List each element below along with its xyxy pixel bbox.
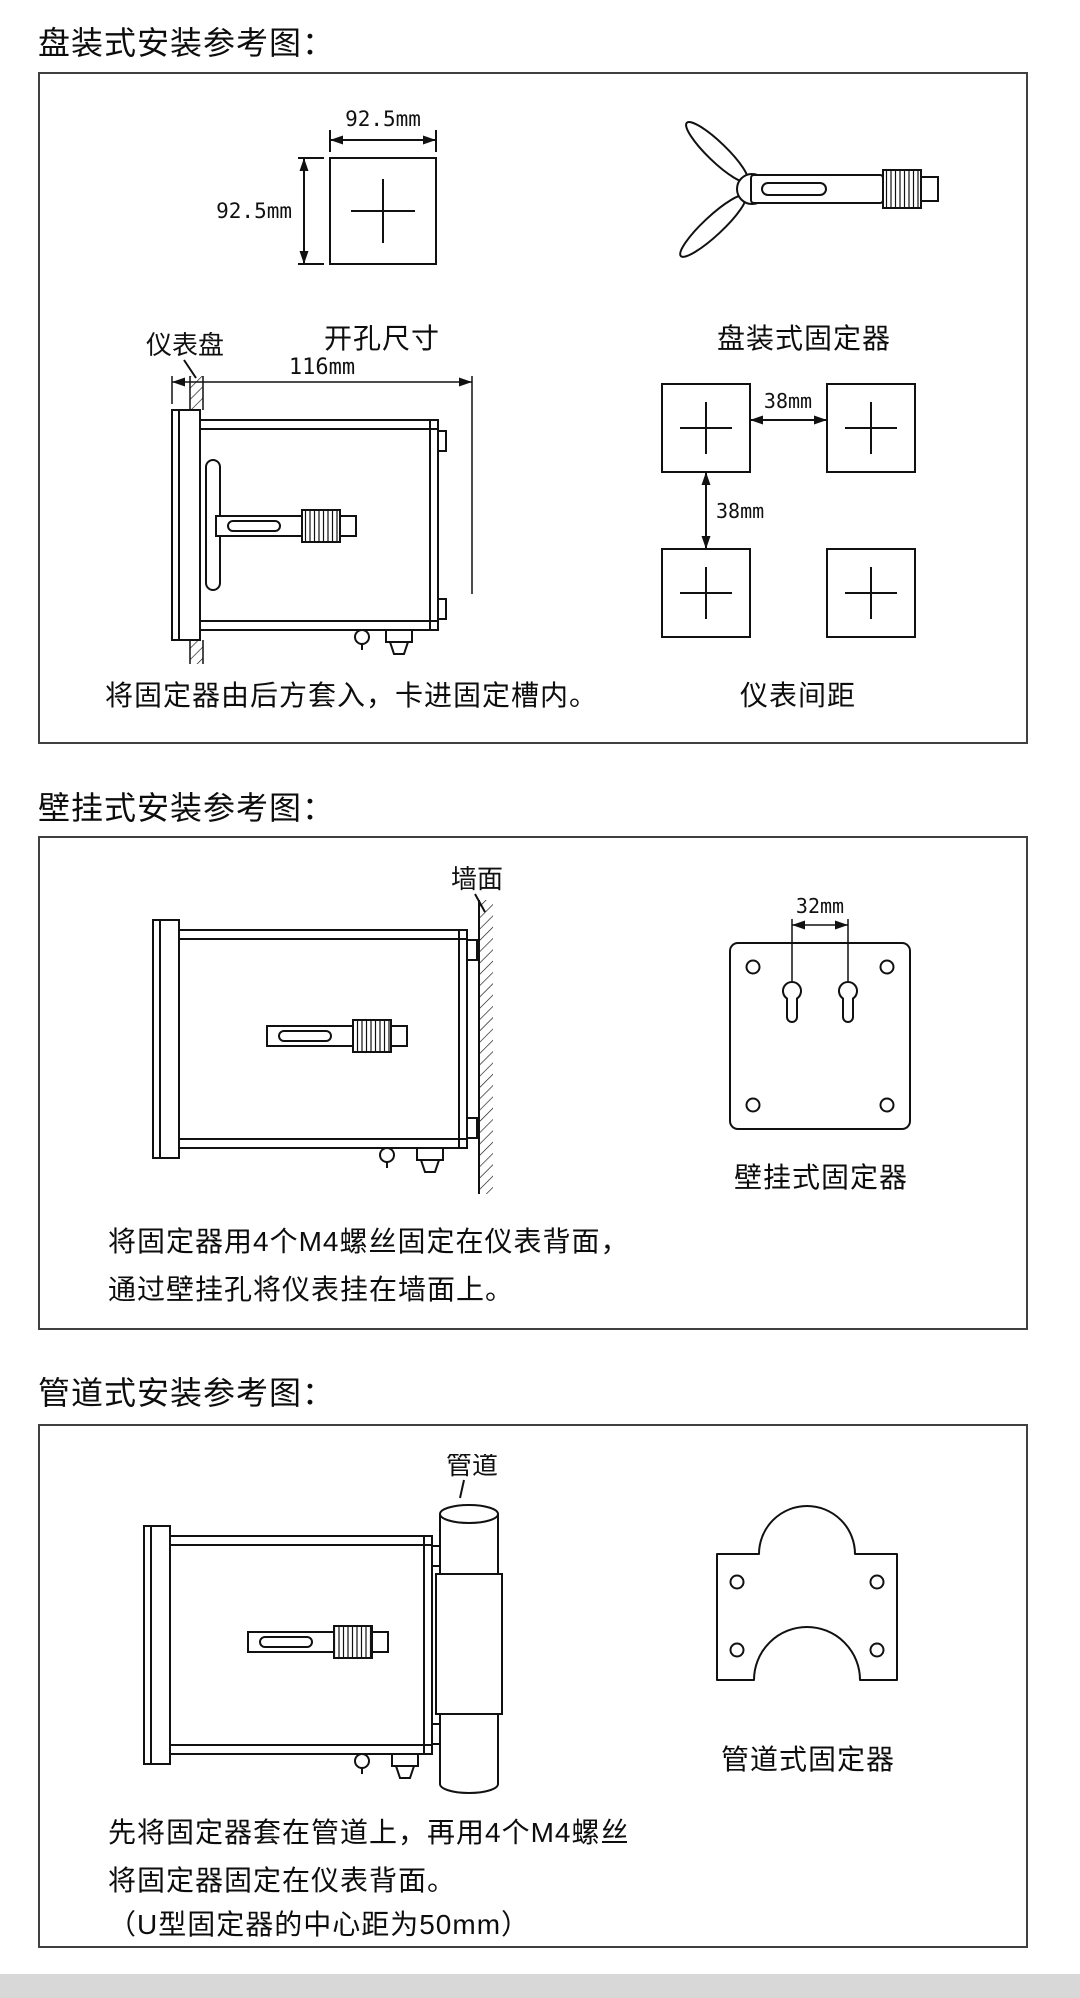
instrument-spacing-diagram: 38mm 38mm xyxy=(661,383,916,638)
cable-gland xyxy=(385,629,413,643)
pipe-label: 管道 xyxy=(446,1454,498,1480)
fixer-knurl xyxy=(882,169,922,209)
fixer-lower-arm xyxy=(679,194,747,258)
wall-instruction-1: 将固定器用4个M4螺丝固定在仪表背面， xyxy=(108,1226,630,1257)
pipe-label-leader xyxy=(459,1479,465,1499)
panel-hatch-top xyxy=(190,376,203,410)
panel-section-title: 盘装式安装参考图： xyxy=(38,25,336,61)
pipe-fixer-diagram xyxy=(716,1505,898,1681)
pipe-side-view-diagram: 管道 xyxy=(143,1454,503,1794)
fixer-shaft xyxy=(750,174,884,204)
screw-hole xyxy=(879,1097,895,1113)
retainer-slot xyxy=(278,1030,332,1042)
wall-fixer-caption: 壁挂式固定器 xyxy=(734,1162,909,1193)
wall-hatch xyxy=(479,900,493,1194)
fixer-slot xyxy=(761,182,827,196)
screw-hole xyxy=(729,1642,745,1658)
wall-section-box: 墙面 xyxy=(38,836,1028,1330)
rear-tab-bottom xyxy=(431,1723,441,1745)
cutout-caption: 开孔尺寸 xyxy=(324,323,441,354)
retainer-end xyxy=(390,1025,408,1047)
spacing-v-dim-label: 38mm xyxy=(716,499,764,523)
rear-tab-top xyxy=(437,430,447,452)
rear-tab-bottom xyxy=(437,598,447,620)
retainer-end xyxy=(339,515,357,537)
fixer-plate xyxy=(729,942,911,1130)
panel-cutout-diagram: 92.5mm 92.5mm xyxy=(216,107,437,265)
spacing-caption: 仪表间距 xyxy=(740,680,857,711)
pipe-section-title: 管道式安装参考图： xyxy=(38,1375,336,1411)
pipe-clamp-plate xyxy=(435,1573,503,1715)
keyhole-slot xyxy=(838,981,858,1023)
pipe-section-box: 管道 xyxy=(38,1424,1028,1948)
wall-label: 墙面 xyxy=(451,866,503,894)
cutout-height-dim-label: 92.5mm xyxy=(216,199,292,223)
pipe-fixer-caption: 管道式固定器 xyxy=(721,1744,896,1775)
retainer-end xyxy=(371,1631,389,1653)
retainer-slot xyxy=(259,1636,313,1648)
bottom-screw xyxy=(354,629,370,645)
wall-section-title: 壁挂式安装参考图： xyxy=(38,790,336,826)
pipe-top-rim xyxy=(439,1504,499,1524)
fixer-end xyxy=(920,176,939,202)
spacing-h-dim-label: 38mm xyxy=(764,389,812,413)
screw-hole xyxy=(869,1642,885,1658)
cutout-square xyxy=(329,157,437,265)
panel-label: 仪表盘 xyxy=(146,332,224,360)
screw-hole xyxy=(879,959,895,975)
wall-fixer-dim-label: 32mm xyxy=(796,894,844,918)
wall-fixer-diagram: 32mm xyxy=(729,894,911,1130)
pipe-instruction-1: 先将固定器套在管道上，再用4个M4螺丝 xyxy=(108,1817,630,1848)
instrument-bezel xyxy=(171,409,201,641)
spacing-square-2 xyxy=(826,383,916,473)
panel-label-leader xyxy=(183,359,197,379)
keyhole-slot xyxy=(782,981,802,1023)
pipe-instruction-2: 将固定器固定在仪表背面。 xyxy=(108,1865,457,1896)
dimension-arrows xyxy=(299,135,436,264)
saddle-outline xyxy=(716,1505,898,1681)
hook-tab-bottom xyxy=(466,1117,478,1139)
hook-tab-top xyxy=(466,939,478,961)
bottom-screw xyxy=(354,1753,370,1769)
spacing-square-4 xyxy=(826,548,916,638)
panel-fixer-caption: 盘装式固定器 xyxy=(717,323,892,354)
depth-dim-label: 116mm xyxy=(289,355,355,380)
retainer-knurl xyxy=(333,1625,373,1659)
screw-hole xyxy=(729,1574,745,1590)
screw-hole xyxy=(869,1574,885,1590)
cable-gland xyxy=(391,1753,419,1767)
instrument-bezel xyxy=(143,1525,171,1765)
wall-side-view-diagram: 墙面 xyxy=(152,866,503,1194)
panel-instruction: 将固定器由后方套入，卡进固定槽内。 xyxy=(105,680,599,711)
retainer-knurl xyxy=(352,1019,392,1053)
cable-gland xyxy=(416,1147,444,1161)
screw-hole xyxy=(745,1097,761,1113)
panel-section-box: 92.5mm 92.5mm 开孔尺寸 盘装式固定器 xyxy=(38,72,1028,744)
panel-side-view-diagram: 仪表盘 xyxy=(146,332,473,664)
footer-bar xyxy=(0,1974,1080,1998)
wall-instruction-2: 通过壁挂孔将仪表挂在墙面上。 xyxy=(108,1274,515,1305)
panel-fixer-diagram xyxy=(679,121,939,258)
screw-hole xyxy=(745,959,761,975)
rear-tab-top xyxy=(431,1545,441,1567)
instrument-bezel xyxy=(152,919,180,1159)
panel-hatch-bottom xyxy=(190,640,203,664)
bottom-screw xyxy=(379,1147,395,1163)
cutout-width-dim-label: 92.5mm xyxy=(345,107,421,131)
pipe-instruction-3: （U型固定器的中心距为50mm） xyxy=(108,1909,531,1940)
retainer-knurl xyxy=(301,509,341,543)
retainer-slot xyxy=(227,520,281,532)
